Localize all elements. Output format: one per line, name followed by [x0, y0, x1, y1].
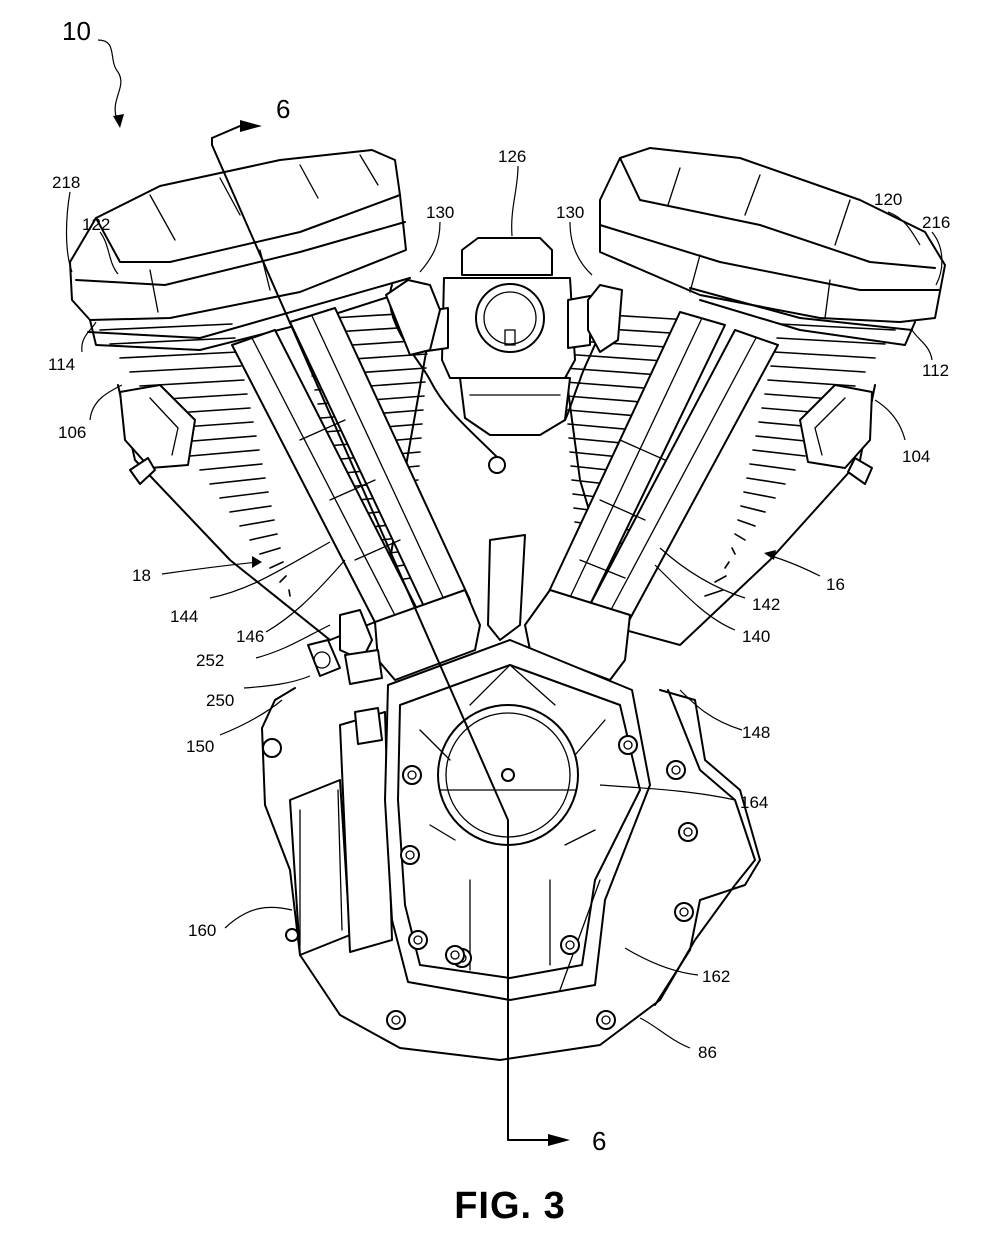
- bolt-icon: [618, 735, 638, 755]
- label-146: 146: [236, 627, 264, 646]
- right-pushrod-tubes: [544, 311, 779, 629]
- carb-bracket-left: [385, 279, 441, 356]
- section-line-6-6: [211, 120, 570, 1146]
- label-148: 148: [742, 723, 770, 742]
- bolt-icon: [678, 822, 698, 842]
- label-218: 218: [52, 173, 80, 192]
- label-130-right: 130: [556, 203, 584, 222]
- label-130-left: 130: [426, 203, 454, 222]
- label-18: 18: [132, 566, 151, 585]
- label-86: 86: [698, 1043, 717, 1062]
- label-164: 164: [740, 793, 768, 812]
- bolt-icon: [674, 902, 694, 922]
- right-rocker-cover: [599, 147, 946, 346]
- sensor-assembly: [307, 609, 383, 685]
- bolt-icon: [386, 1010, 406, 1030]
- label-126: 126: [498, 147, 526, 166]
- left-boss: [119, 384, 196, 485]
- bolt-icon: [400, 845, 420, 865]
- reference-labels: 10 6 6 218 122 114 106 126 130 130 120 2…: [48, 16, 950, 1156]
- label-140: 140: [742, 627, 770, 646]
- label-160: 160: [188, 921, 216, 940]
- bolt-icon: [596, 1010, 616, 1030]
- right-boss: [799, 384, 873, 485]
- label-162: 162: [702, 967, 730, 986]
- label-section-bottom: 6: [592, 1126, 606, 1156]
- bolt-icon: [560, 935, 580, 955]
- carb-bracket-right: [587, 284, 623, 353]
- figure-caption: FIG. 3: [454, 1185, 566, 1227]
- left-rocker-cover: [69, 149, 411, 351]
- label-112: 112: [922, 361, 949, 380]
- crankcase: [261, 687, 756, 1061]
- bolt-icon: [408, 930, 428, 950]
- label-section-top: 6: [276, 94, 290, 124]
- label-142: 142: [752, 595, 780, 614]
- label-122: 122: [82, 215, 110, 234]
- label-106: 106: [58, 423, 86, 442]
- label-252: 252: [196, 651, 224, 670]
- label-216: 216: [922, 213, 950, 232]
- label-assembly: 10: [62, 16, 91, 46]
- crankcase-flange: [654, 689, 761, 1006]
- bolt-icon: [666, 760, 686, 780]
- label-150: 150: [186, 737, 214, 756]
- bolts: [386, 735, 698, 1030]
- oil-pump-box: [262, 707, 393, 956]
- center-post: [487, 534, 526, 641]
- bolt-icon: [402, 765, 422, 785]
- label-144: 144: [170, 607, 198, 626]
- label-104: 104: [902, 447, 930, 466]
- label-120: 120: [874, 190, 902, 209]
- carburetor: [388, 237, 606, 474]
- left-pushrod-tubes: [231, 307, 471, 633]
- leader-lines: [65, 39, 943, 1049]
- label-114: 114: [48, 355, 75, 374]
- bolt-icon: [445, 945, 465, 965]
- engine-drawing: [69, 120, 946, 1146]
- label-250: 250: [206, 691, 234, 710]
- label-16: 16: [826, 575, 845, 594]
